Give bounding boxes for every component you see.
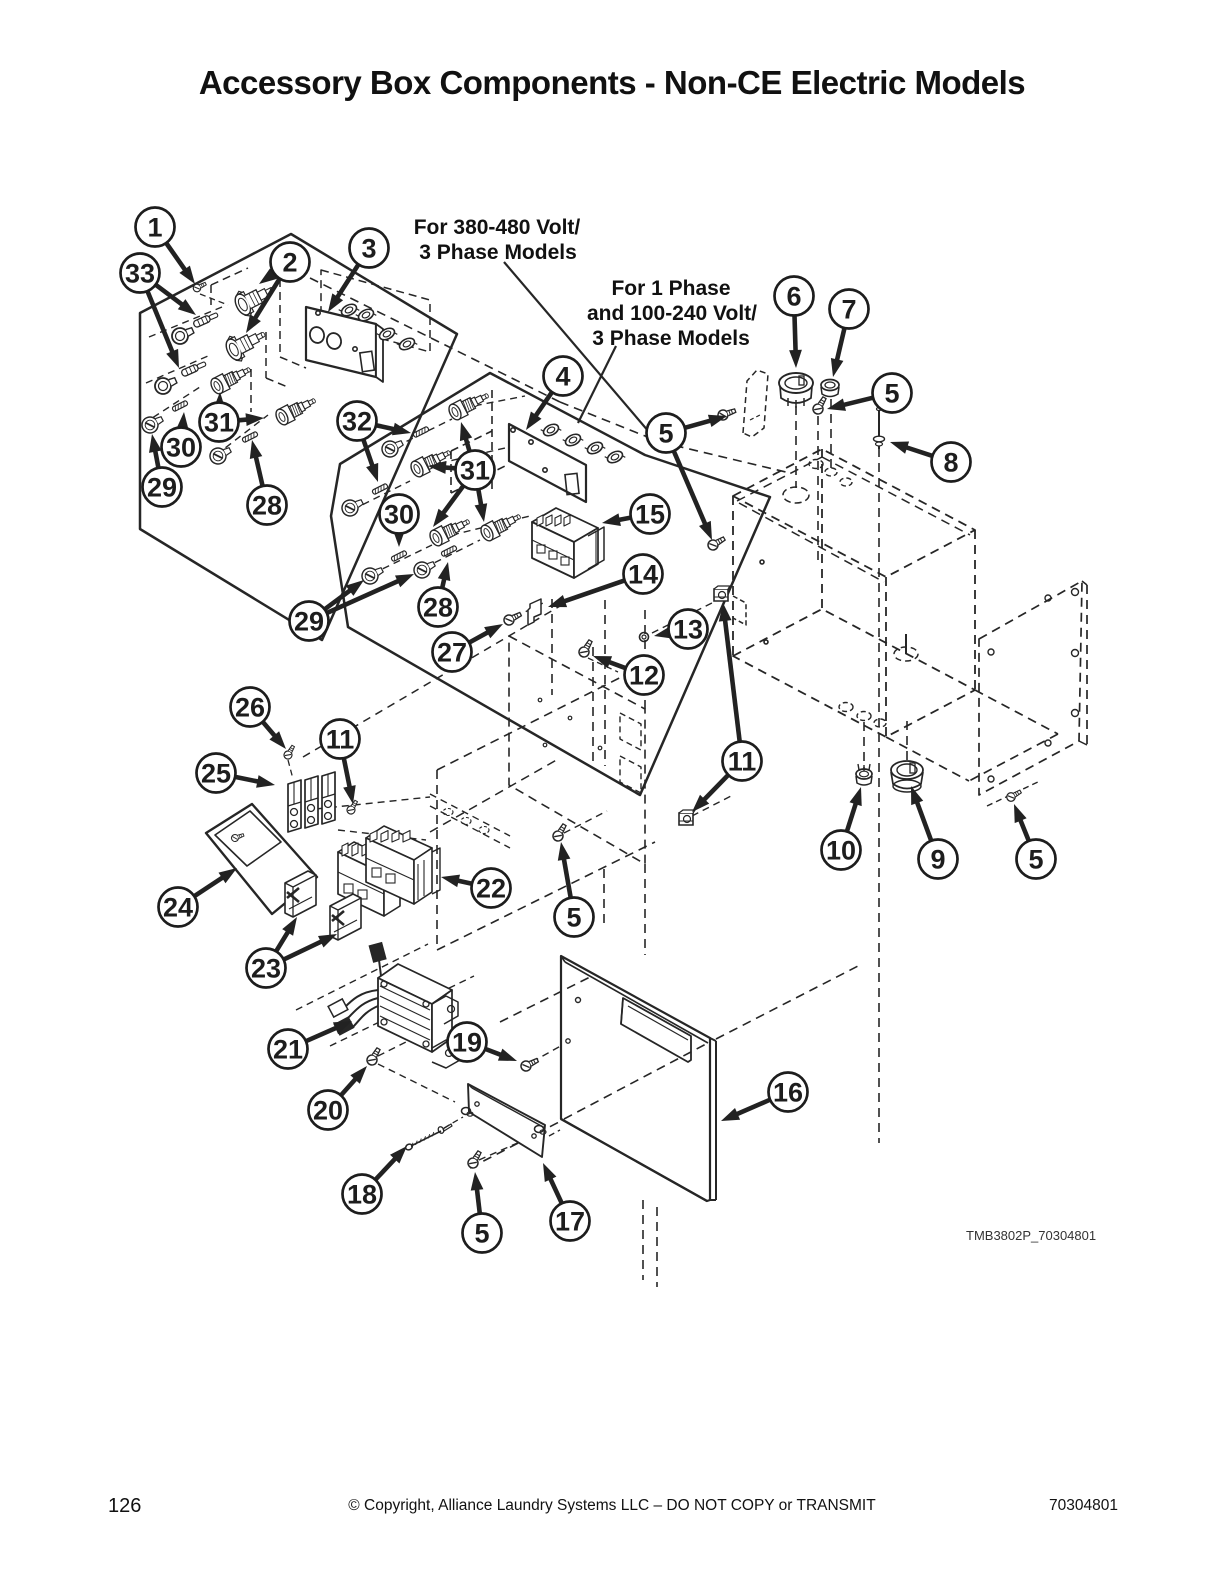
svg-text:30: 30: [166, 433, 196, 463]
svg-text:5: 5: [474, 1219, 489, 1249]
svg-text:2: 2: [282, 248, 297, 278]
svg-text:10: 10: [826, 836, 856, 866]
svg-text:5: 5: [1028, 845, 1043, 875]
svg-text:70304801: 70304801: [1049, 1497, 1118, 1514]
svg-text:29: 29: [294, 607, 324, 637]
svg-text:For 1 Phase: For 1 Phase: [611, 277, 730, 300]
svg-text:15: 15: [635, 500, 665, 530]
svg-text:23: 23: [251, 954, 281, 984]
svg-text:5: 5: [658, 419, 673, 449]
svg-text:26: 26: [235, 693, 265, 723]
svg-text:and 100-240 Volt/: and 100-240 Volt/: [587, 302, 757, 325]
svg-text:4: 4: [555, 362, 570, 392]
svg-text:32: 32: [342, 407, 372, 437]
svg-text:8: 8: [943, 448, 958, 478]
svg-text:18: 18: [347, 1180, 377, 1210]
svg-text:29: 29: [147, 473, 177, 503]
svg-text:28: 28: [423, 593, 453, 623]
svg-text:25: 25: [201, 759, 231, 789]
svg-text:11: 11: [326, 725, 355, 755]
svg-text:5: 5: [884, 379, 899, 409]
svg-text:1: 1: [147, 213, 162, 243]
svg-text:© Copyright, Alliance Laundry: © Copyright, Alliance Laundry Systems LL…: [348, 1497, 876, 1514]
svg-text:33: 33: [125, 259, 155, 289]
svg-text:12: 12: [629, 661, 659, 691]
svg-text:21: 21: [273, 1035, 303, 1065]
svg-text:9: 9: [930, 845, 945, 875]
svg-text:31: 31: [204, 408, 234, 438]
svg-text:13: 13: [673, 615, 703, 645]
svg-text:20: 20: [313, 1096, 343, 1126]
svg-text:19: 19: [452, 1028, 482, 1058]
svg-text:17: 17: [555, 1207, 585, 1237]
svg-text:11: 11: [728, 747, 757, 777]
svg-text:5: 5: [566, 903, 581, 933]
svg-text:For 380-480 Volt/: For 380-480 Volt/: [414, 216, 581, 239]
svg-text:16: 16: [773, 1078, 803, 1108]
svg-text:3 Phase Models: 3 Phase Models: [419, 241, 577, 264]
svg-text:28: 28: [252, 491, 282, 521]
svg-text:126: 126: [108, 1495, 141, 1517]
svg-text:22: 22: [476, 874, 506, 904]
svg-text:14: 14: [628, 560, 658, 590]
svg-text:6: 6: [786, 282, 801, 312]
svg-text:7: 7: [841, 295, 856, 325]
svg-text:24: 24: [163, 893, 193, 923]
svg-text:TMB3802P_70304801: TMB3802P_70304801: [966, 1228, 1096, 1243]
svg-text:Accessory Box Components - Non: Accessory Box Components - Non-CE Electr…: [199, 64, 1025, 101]
svg-text:3: 3: [361, 234, 376, 264]
svg-text:3 Phase Models: 3 Phase Models: [592, 327, 750, 350]
svg-text:31: 31: [460, 456, 490, 486]
svg-text:27: 27: [437, 638, 467, 668]
svg-text:30: 30: [384, 500, 414, 530]
